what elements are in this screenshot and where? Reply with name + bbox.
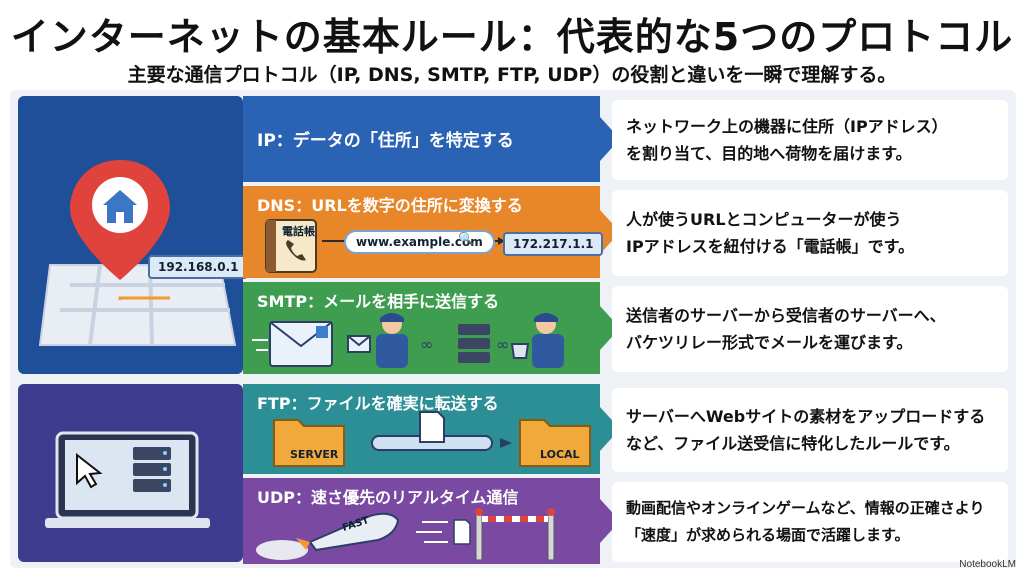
dns-desc-line-2: IPアドレスを紐付ける「電話帳」です。: [626, 237, 915, 256]
ftp-transfer-illustration: [273, 411, 591, 467]
dns-description: 人が使うURLとコンピューターが使う IPアドレスを紐付ける「電話帳」です。: [612, 190, 1008, 276]
page-title: インターネットの基本ルール：代表的な5つのプロトコル: [10, 15, 1014, 59]
ftp-server-label: SERVER: [290, 448, 339, 461]
phonebook-icon: [265, 219, 317, 273]
ftp-local-label: LOCAL: [540, 448, 580, 461]
udp-desc-line-2: 「速度」が求められる場面で活躍します。: [626, 526, 910, 544]
phonebook-label: 電話帳: [282, 225, 315, 238]
ftp-desc-line-2: など、ファイル送受信に特化したルールです。: [626, 434, 960, 453]
laptop-server-illustration: [45, 431, 210, 528]
ftp-description: サーバーへWebサイトの素材をアップロードする など、ファイル送受信に特化したル…: [612, 388, 1008, 472]
resolved-ip-box: 172.217.1.1: [503, 232, 604, 256]
udp-description: 動画配信やオンラインゲームなど、情報の正確さより 「速度」が求められる場面で活躍…: [612, 482, 1008, 562]
page-subtitle: 主要な通信プロトコル（IP, DNS, SMTP, FTP, UDP）の役割と違…: [127, 64, 897, 86]
url-search-pill: www.example.com: [344, 230, 495, 254]
smtp-desc-line-2: バケツリレー形式でメールを運びます。: [626, 333, 913, 352]
dns-desc-line-1: 人が使うURLとコンピューターが使う: [626, 210, 902, 229]
protocol-row-ip: IP：データの「住所」を特定する: [243, 96, 620, 182]
smtp-heading: SMTP：メールを相手に送信する: [257, 292, 500, 311]
ftp-heading: FTP：ファイルを確実に転送する: [257, 394, 499, 413]
dns-heading: DNS：URLを数字の住所に変換する: [257, 196, 523, 215]
udp-desc-line-1: 動画配信やオンラインゲームなど、情報の正確さより: [626, 499, 985, 517]
map-pin-illustration: [38, 160, 237, 346]
smtp-description: 送信者のサーバーから受信者のサーバーへ、 バケツリレー形式でメールを運びます。: [612, 286, 1008, 372]
ip-desc-line-1: ネットワーク上の機器に住所（IPアドレス）: [626, 117, 948, 136]
map-ip-address-box: 192.168.0.1: [148, 255, 249, 279]
svg-text:∞: ∞: [420, 335, 433, 354]
mail-relay-illustration: ∞ ∞: [252, 313, 564, 368]
brand-watermark: NotebookLM: [959, 559, 1016, 570]
ftp-desc-line-1: サーバーへWebサイトの素材をアップロードする: [626, 407, 986, 426]
ip-description: ネットワーク上の機器に住所（IPアドレス） を割り当て、目的地へ荷物を届けます。: [612, 100, 1008, 180]
udp-heading: UDP：速さ優先のリアルタイム通信: [257, 488, 519, 507]
ip-heading: IP：データの「住所」を特定する: [257, 131, 514, 151]
svg-text:∞: ∞: [496, 335, 509, 354]
rocket-finish-illustration: [256, 508, 555, 561]
ip-desc-line-2: を割り当て、目的地へ荷物を届けます。: [626, 144, 912, 163]
smtp-desc-line-1: 送信者のサーバーから受信者のサーバーへ、: [626, 306, 946, 325]
search-icon: 🔍: [458, 232, 475, 247]
